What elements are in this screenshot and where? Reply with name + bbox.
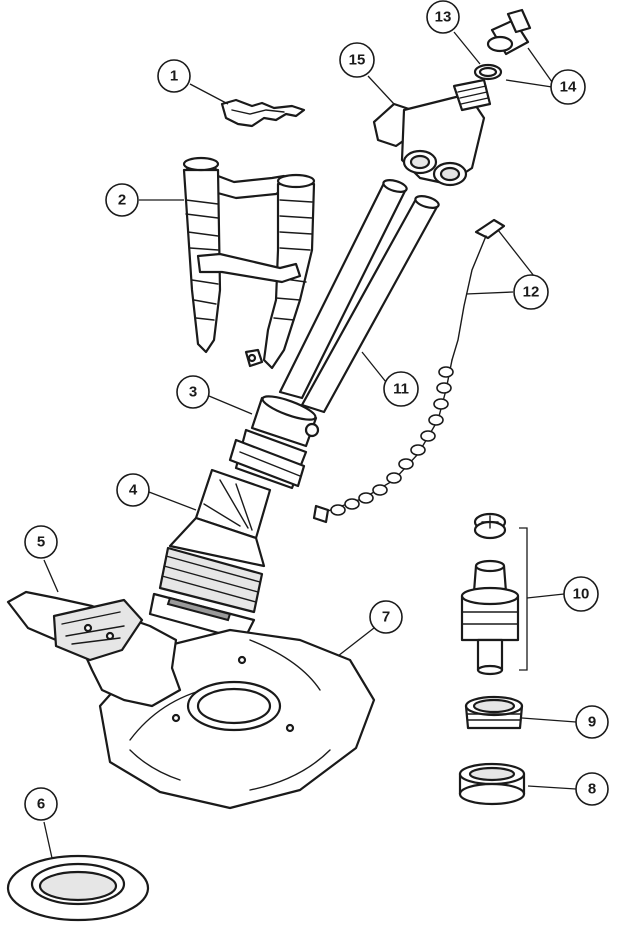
callout-label: 11 <box>393 381 409 398</box>
callout-label: 13 <box>435 9 452 26</box>
part-6-ring <box>6 854 150 922</box>
callout-label: 1 <box>170 68 178 85</box>
callout-label: 6 <box>37 796 45 813</box>
callout-14: 14 <box>550 69 586 105</box>
callout-5: 5 <box>24 525 58 559</box>
callout-label: 2 <box>118 192 126 209</box>
part-1-clip <box>220 98 306 128</box>
callout-3: 3 <box>176 375 210 409</box>
part-11-hoses <box>278 179 440 414</box>
part-8-collar <box>458 762 526 806</box>
callout-8: 8 <box>575 772 609 806</box>
callout-label: 8 <box>588 781 596 798</box>
part-12-weight-string <box>312 218 506 524</box>
part-4-foot <box>148 468 272 642</box>
leader-lines <box>43 31 577 859</box>
part-14-fitting <box>486 8 532 56</box>
part-9-adapter <box>464 695 524 730</box>
part-2-frame <box>182 156 316 370</box>
callout-10: 10 <box>563 576 599 612</box>
callout-label: 12 <box>523 284 540 301</box>
part-15-connector <box>372 78 492 187</box>
callout-6: 6 <box>24 787 58 821</box>
part-13-oring <box>473 63 503 81</box>
callout-7: 7 <box>369 600 403 634</box>
callout-13: 13 <box>426 0 460 34</box>
callout-label: 9 <box>588 714 596 731</box>
callout-label: 7 <box>382 609 390 626</box>
callout-9: 9 <box>575 705 609 739</box>
part-10-valve <box>460 512 528 676</box>
callout-label: 5 <box>37 534 45 551</box>
part-3-neck <box>228 395 320 490</box>
callout-label: 4 <box>129 482 138 499</box>
callout-4: 4 <box>116 473 150 507</box>
callout-12: 12 <box>513 274 549 310</box>
callout-label: 10 <box>573 586 590 603</box>
callout-label: 15 <box>349 52 366 69</box>
callout-15: 15 <box>339 42 375 78</box>
callout-label: 14 <box>560 79 577 96</box>
callout-2: 2 <box>105 183 139 217</box>
callout-1: 1 <box>157 59 191 93</box>
part-5-wing <box>6 590 182 708</box>
callout-11: 11 <box>383 371 419 407</box>
callout-label: 3 <box>189 384 197 401</box>
